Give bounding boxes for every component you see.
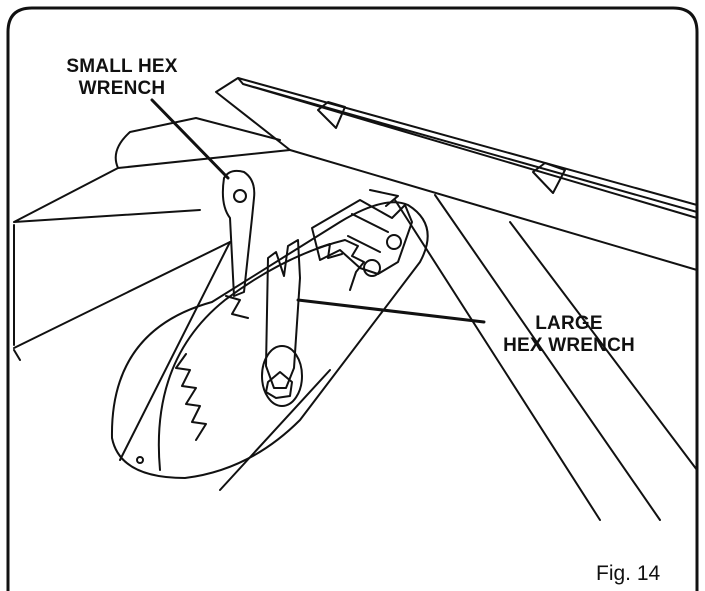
blade-opening [110,201,429,479]
left-wing-edge [13,224,21,361]
table-surface-line-4 [509,221,698,471]
small-wrench-leader [150,98,230,180]
figure-number: Fig. 14 [596,562,661,585]
large-hex-wrench-label-line1: LARGE [535,313,603,334]
saw-blade [157,239,365,471]
small-hex-wrench-label-line2: WRENCH [78,78,166,99]
table-surface-line-1 [289,149,698,271]
small-hex-wrench [221,169,256,297]
table-surface-line-3 [434,194,661,521]
arbor-bracket [311,199,413,275]
fence-clip-left [317,101,346,129]
table-surface-line-2 [394,199,601,521]
small-hex-wrench-label: SMALL HEX WRENCH [40,56,204,100]
arbor-washer [261,345,303,407]
arbor-detail [347,189,399,253]
table-surface-line-5 [119,241,231,461]
small-hex-wrench-label-line1: SMALL HEX [66,56,178,77]
fence-clip-right [532,162,566,194]
large-wrench-leader [296,298,486,324]
small-wrench-hole [233,189,247,203]
left-wing [13,117,291,349]
upper-nut [386,234,402,250]
rear-fence [215,77,698,219]
large-wrench-head [265,371,293,399]
blade-rivet [136,456,144,464]
large-hex-wrench-label: LARGE HEX WRENCH [474,313,664,357]
large-hex-wrench-label-line2: HEX WRENCH [503,335,635,356]
arbor-nut [363,259,381,277]
figure-frame [6,6,699,591]
table-surface-line-6 [219,369,331,491]
large-hex-wrench [265,239,301,389]
blade-teeth [175,243,343,441]
